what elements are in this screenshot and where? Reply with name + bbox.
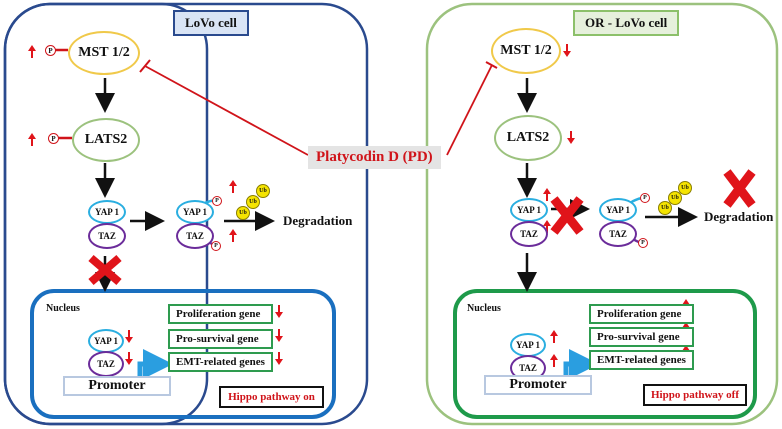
gene-box-proliferation-left: Proliferation gene: [168, 304, 273, 324]
phospho-yap-p-left: P: [212, 196, 222, 206]
inhibition-bar-left: [139, 59, 151, 73]
gene-box-prosurvival-left: Pro-survival gene: [168, 329, 273, 349]
taz-node-right: TAZ: [510, 221, 548, 247]
phospho-taz-node-left: TAZ: [176, 223, 214, 249]
up-arrow-nucleus-taz-right: [550, 354, 558, 367]
block-x-phosphorylation-right: [550, 196, 584, 235]
phospho-yap-p-right: P: [640, 193, 650, 203]
up-arrow-complex-taz-right: [543, 220, 551, 233]
change-arrows: [28, 44, 690, 367]
down-arrow-nucleus-yap-left: [125, 330, 133, 343]
ub-3-left: Ub: [256, 184, 270, 198]
or-nucleus-outline: [453, 289, 757, 419]
phospho-lats-left: P: [48, 133, 59, 144]
promoter-right: Promoter: [484, 375, 592, 395]
nucleus-label-left: Nucleus: [46, 303, 80, 314]
lovo-nucleus-outline: [30, 289, 336, 419]
down-arrow-gene-3-left: [275, 352, 283, 365]
promoter-left: Promoter: [63, 376, 171, 396]
lovo-cell-outline: [3, 2, 369, 426]
up-arrow-lats-left: [28, 133, 36, 146]
gene-box-prosurvival-right: Pro-survival gene: [589, 327, 694, 347]
nucleus-yap-right: YAP 1: [510, 333, 546, 357]
or-lovo-cell-title: OR - LoVo cell: [573, 10, 680, 36]
ub-1-left: Ub: [236, 206, 250, 220]
down-arrow-lats-right: [567, 131, 575, 144]
lats-node-left: LATS2: [72, 118, 140, 162]
transcription-arrow-right: [563, 349, 599, 379]
inhibition-line-left: [144, 65, 309, 156]
inhibition-line-right: [446, 64, 493, 156]
down-arrow-mst-right: [563, 44, 571, 57]
degradation-label-left: Degradation: [283, 213, 353, 228]
up-arrow-phospho-yap-left: [229, 180, 237, 193]
block-x-nuclear-entry-left: [88, 254, 122, 286]
ub-3-right: Ub: [678, 181, 692, 195]
up-arrow-complex-yap-right: [543, 188, 551, 201]
up-arrow-nucleus-yap-right: [550, 330, 558, 343]
ub-2-left: Ub: [246, 195, 260, 209]
nucleus-taz-left: TAZ: [88, 351, 124, 377]
hippo-status-left: Hippo pathway on: [219, 386, 324, 408]
yap-node-right: YAP 1: [510, 198, 548, 222]
phospho-taz-p-right: P: [638, 238, 648, 248]
transcription-arrow-left: [137, 349, 173, 379]
nucleus-yap-left: YAP 1: [88, 329, 124, 353]
down-arrow-gene-1-left: [275, 305, 283, 318]
or-lovo-cell-outline: [425, 2, 779, 426]
mst-node-right: MST 1/2: [491, 28, 561, 74]
phospho-yap-node-left: YAP 1: [176, 200, 214, 224]
mst-node-left: MST 1/2: [68, 31, 140, 75]
drug-label: Platycodin D (PD): [308, 146, 441, 169]
phospho-yap-node-right: YAP 1: [599, 198, 637, 222]
degradation-label-right: Degradation: [704, 209, 774, 224]
gene-box-emt-right: EMT-related genes: [589, 350, 694, 370]
down-arrow-nucleus-taz-left: [125, 352, 133, 365]
up-arrow-phospho-taz-left: [229, 229, 237, 242]
gene-box-emt-left: EMT-related genes: [168, 352, 273, 372]
up-arrow-mst-left: [28, 45, 36, 58]
block-x-degradation-right: [723, 169, 756, 208]
lovo-cell-title: LoVo cell: [173, 10, 249, 36]
inhibition-bar-right: [485, 61, 498, 69]
gene-box-proliferation-right: Proliferation gene: [589, 304, 694, 324]
down-arrow-gene-2-left: [275, 329, 283, 342]
phospho-mst-left: P: [45, 45, 56, 56]
lats-node-right: LATS2: [494, 115, 562, 161]
taz-node-left: TAZ: [88, 223, 126, 249]
phospho-taz-p-left: P: [211, 241, 221, 251]
ub-2-right: Ub: [668, 191, 682, 205]
ub-1-right: Ub: [658, 201, 672, 215]
yap-node-left: YAP 1: [88, 200, 126, 224]
hippo-status-right: Hippo pathway off: [643, 384, 747, 406]
nucleus-label-right: Nucleus: [467, 303, 501, 314]
phospho-taz-node-right: TAZ: [599, 221, 637, 247]
